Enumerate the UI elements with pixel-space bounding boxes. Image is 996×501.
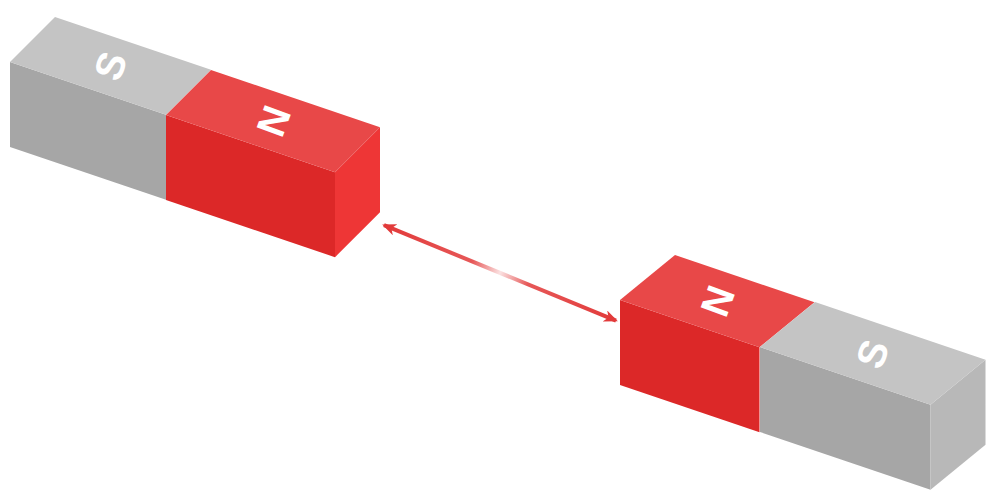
- magnet-pole: N: [166, 70, 380, 257]
- magnet-block: [760, 302, 986, 490]
- force-arrow: [384, 225, 616, 320]
- top-face: [166, 70, 380, 172]
- magnet-block: [166, 70, 380, 257]
- top-face: [760, 302, 986, 405]
- magnet-pole: S: [760, 302, 986, 490]
